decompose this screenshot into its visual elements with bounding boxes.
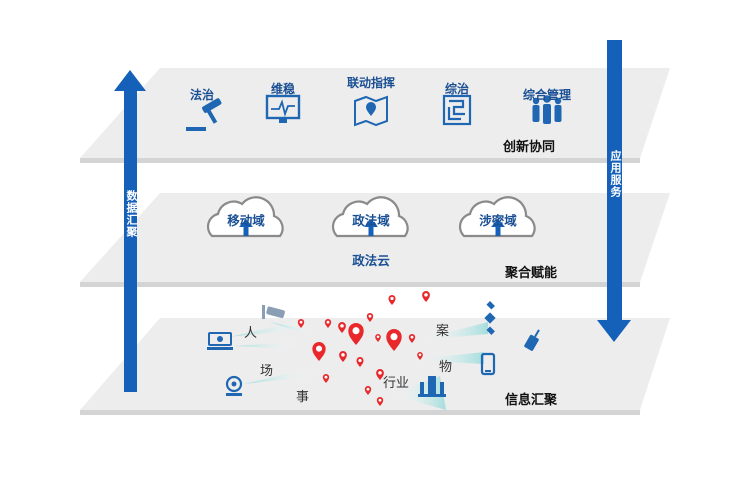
face-scanner-icon	[207, 332, 233, 350]
source-label-event: 事	[296, 390, 310, 405]
application-service-label: 应用服务	[609, 150, 622, 198]
cloud-label-mobile: 移动域	[227, 213, 265, 228]
top-item-label-stability: 维稳	[270, 82, 296, 96]
top-item-label-joint-command: 联动指挥	[346, 76, 396, 90]
maze-icon	[442, 94, 472, 126]
cctv-camera-icon	[262, 305, 285, 319]
top-item-label-management: 综合管理	[522, 88, 572, 102]
cloud-mobile	[206, 196, 284, 238]
plane-top	[80, 68, 670, 163]
layer-name-top: 创新协同	[503, 140, 556, 155]
phone-icon	[480, 352, 496, 376]
data-aggregation-label: 数据汇聚	[125, 190, 138, 238]
webcam-icon	[225, 375, 243, 396]
source-label-case: 案	[436, 324, 450, 339]
application-service-arrow	[597, 40, 631, 342]
source-label-person: 人	[244, 326, 258, 341]
cloud-label-legal: 政法域	[352, 213, 390, 228]
source-label-place: 场	[260, 364, 274, 379]
layer-name-middle: 聚合赋能	[505, 266, 558, 281]
top-item-label-rule-of-law: 法治	[189, 88, 215, 102]
pin-icon	[388, 295, 396, 305]
walkie-talkie-icon	[524, 329, 540, 351]
people-group-icon	[532, 95, 562, 124]
plane-bottom	[80, 318, 670, 415]
source-label-object: 物	[439, 360, 453, 375]
layer-name-bottom: 信息汇聚	[505, 393, 558, 408]
monitor-pulse-icon	[265, 94, 301, 123]
legal-cloud-label: 政法云	[352, 253, 390, 268]
source-label-industry: 行业	[383, 376, 410, 391]
cloud-label-classified: 涉密域	[479, 213, 517, 228]
cloud-classified	[458, 196, 536, 238]
data-aggregation-arrow	[114, 70, 146, 392]
gavel-icon	[186, 98, 222, 131]
map-pin-icon	[354, 95, 388, 127]
top-item-label-governance: 综治	[444, 82, 470, 96]
building-icon	[418, 376, 446, 397]
pin-icon	[422, 291, 430, 302]
cloud-legal	[331, 196, 409, 238]
